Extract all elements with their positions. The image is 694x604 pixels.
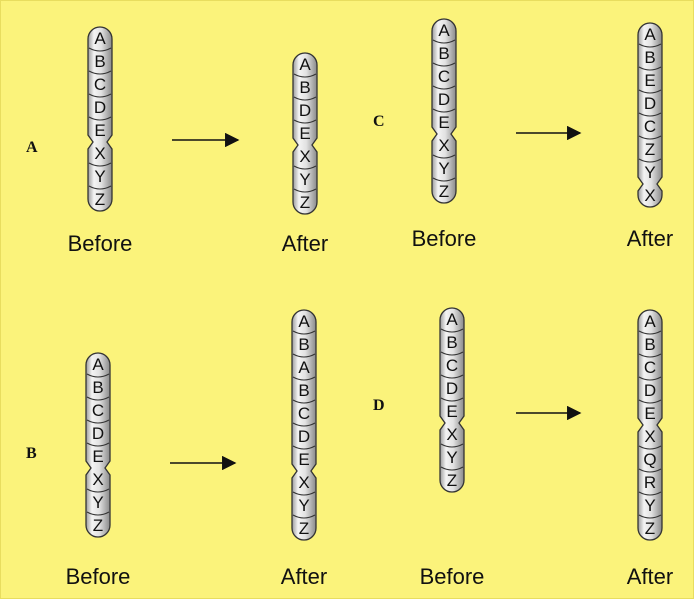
- panel-b-after-chromosome: ABABCDEXYZ: [292, 310, 316, 540]
- panel-c-after-gene-a: A: [644, 25, 656, 44]
- panel-b-before-gene-a: A: [92, 355, 104, 374]
- panel-a-before-gene-a: A: [94, 29, 106, 48]
- panel-c-before-gene-x: X: [438, 136, 449, 155]
- panel-b-label: B: [26, 445, 37, 462]
- panel-a-after-gene-e: E: [299, 124, 310, 143]
- panel-b-before-gene-c: C: [92, 401, 104, 420]
- panel-d-before-caption: Before: [420, 564, 485, 589]
- panel-a-before-gene-b: B: [94, 52, 105, 71]
- panel-a-after-gene-b: B: [299, 78, 310, 97]
- panel-a-after-gene-d: D: [299, 101, 311, 120]
- panel-c-before-chromosome: ABCDEXYZ: [432, 19, 456, 203]
- panel-d-before-gene-b: B: [446, 333, 457, 352]
- panel-d-after-gene-z: Z: [645, 519, 655, 538]
- panel-a-before-gene-x: X: [94, 144, 105, 163]
- panel-b-after-gene-y: Y: [298, 496, 309, 515]
- panel-a-after-chromosome: ABDEXYZ: [293, 53, 317, 214]
- panel-c-label: C: [373, 113, 385, 130]
- panel-d-after-gene-r: R: [644, 473, 656, 492]
- panel-b-after-gene-b: B: [298, 335, 309, 354]
- panel-c-after-caption: After: [627, 226, 673, 251]
- panel-b-before-gene-y: Y: [92, 493, 103, 512]
- panel-b-after-gene-a: A: [298, 312, 310, 331]
- panel-a-before-chromosome: ABCDEXYZ: [88, 27, 112, 211]
- panel-d-label: D: [373, 397, 385, 414]
- panel-d-before-gene-d: D: [446, 379, 458, 398]
- panel-b-before-caption: Before: [66, 564, 131, 589]
- panel-c-before-gene-e: E: [438, 113, 449, 132]
- panel-a-after-caption: After: [282, 231, 328, 256]
- panel-a-before-gene-d: D: [94, 98, 106, 117]
- panel-a-before-gene-c: C: [94, 75, 106, 94]
- panel-d-after-gene-y: Y: [644, 496, 655, 515]
- panel-a-after-gene-y: Y: [299, 170, 310, 189]
- panel-c-after-gene-b: B: [644, 48, 655, 67]
- panel-c-before-gene-b: B: [438, 44, 449, 63]
- panel-c-before-gene-d: D: [438, 90, 450, 109]
- panel-c-before-gene-c: C: [438, 67, 450, 86]
- panel-d-after-gene-q: Q: [643, 450, 656, 469]
- panel-c-before-gene-a: A: [438, 21, 450, 40]
- panel-b-after-gene-c: C: [298, 404, 310, 423]
- panel-b-after-gene-e: E: [298, 450, 309, 469]
- panel-a-after-gene-a: A: [299, 55, 311, 74]
- panel-d-before-gene-e: E: [446, 402, 457, 421]
- panel-b-after-gene-x: X: [298, 473, 309, 492]
- panel-d-before-gene-x: X: [446, 425, 457, 444]
- panel-b-before-gene-e: E: [92, 447, 103, 466]
- panel-a-before-gene-e: E: [94, 121, 105, 140]
- panel-d-before-gene-a: A: [446, 310, 458, 329]
- panel-a: AABCDEXYZABDEXYZBeforeAfter: [26, 27, 328, 256]
- panel-c-after-gene-e: E: [644, 71, 655, 90]
- panel-d-before-gene-z: Z: [447, 471, 457, 490]
- panel-d-before-gene-c: C: [446, 356, 458, 375]
- panel-b-before-gene-x: X: [92, 470, 103, 489]
- panel-c-after-gene-z: Z: [645, 140, 655, 159]
- panel-a-label: A: [26, 139, 38, 156]
- panel-b-after-gene-d: D: [298, 427, 310, 446]
- panel-d-after-gene-d: D: [644, 381, 656, 400]
- panel-c-after-gene-d: D: [644, 94, 656, 113]
- panel-c-after-gene-c: C: [644, 117, 656, 136]
- panel-c-before-gene-y: Y: [438, 159, 449, 178]
- panel-b-before-gene-b: B: [92, 378, 103, 397]
- panel-b-after-caption: After: [281, 564, 327, 589]
- panel-d-after-gene-e: E: [644, 404, 655, 423]
- panel-d-after-caption: After: [627, 564, 673, 589]
- panel-c-before-caption: Before: [412, 226, 477, 251]
- panel-a-after-gene-z: Z: [300, 193, 310, 212]
- panel-d-before-gene-y: Y: [446, 448, 457, 467]
- panel-d: DABCDEXYZABCDEXQRYZBeforeAfter: [373, 308, 673, 589]
- panel-b-after-gene-z: Z: [299, 519, 309, 538]
- panel-b-after-gene-b: B: [298, 381, 309, 400]
- panel-b-after-gene-a: A: [298, 358, 310, 377]
- panel-d-after-gene-x: X: [644, 427, 655, 446]
- panel-a-after-gene-x: X: [299, 147, 310, 166]
- panel-d-after-gene-c: C: [644, 358, 656, 377]
- panel-d-after-gene-a: A: [644, 312, 656, 331]
- panel-a-before-gene-z: Z: [95, 190, 105, 209]
- panel-d-after-gene-b: B: [644, 335, 655, 354]
- panel-c-after-gene-x: X: [644, 186, 655, 205]
- panel-a-before-gene-y: Y: [94, 167, 105, 186]
- panel-b-before-gene-z: Z: [93, 516, 103, 535]
- panel-c-before-gene-z: Z: [439, 182, 449, 201]
- panel-a-before-caption: Before: [68, 231, 133, 256]
- panel-c-after-gene-y: Y: [644, 163, 655, 182]
- panel-b-before-gene-d: D: [92, 424, 104, 443]
